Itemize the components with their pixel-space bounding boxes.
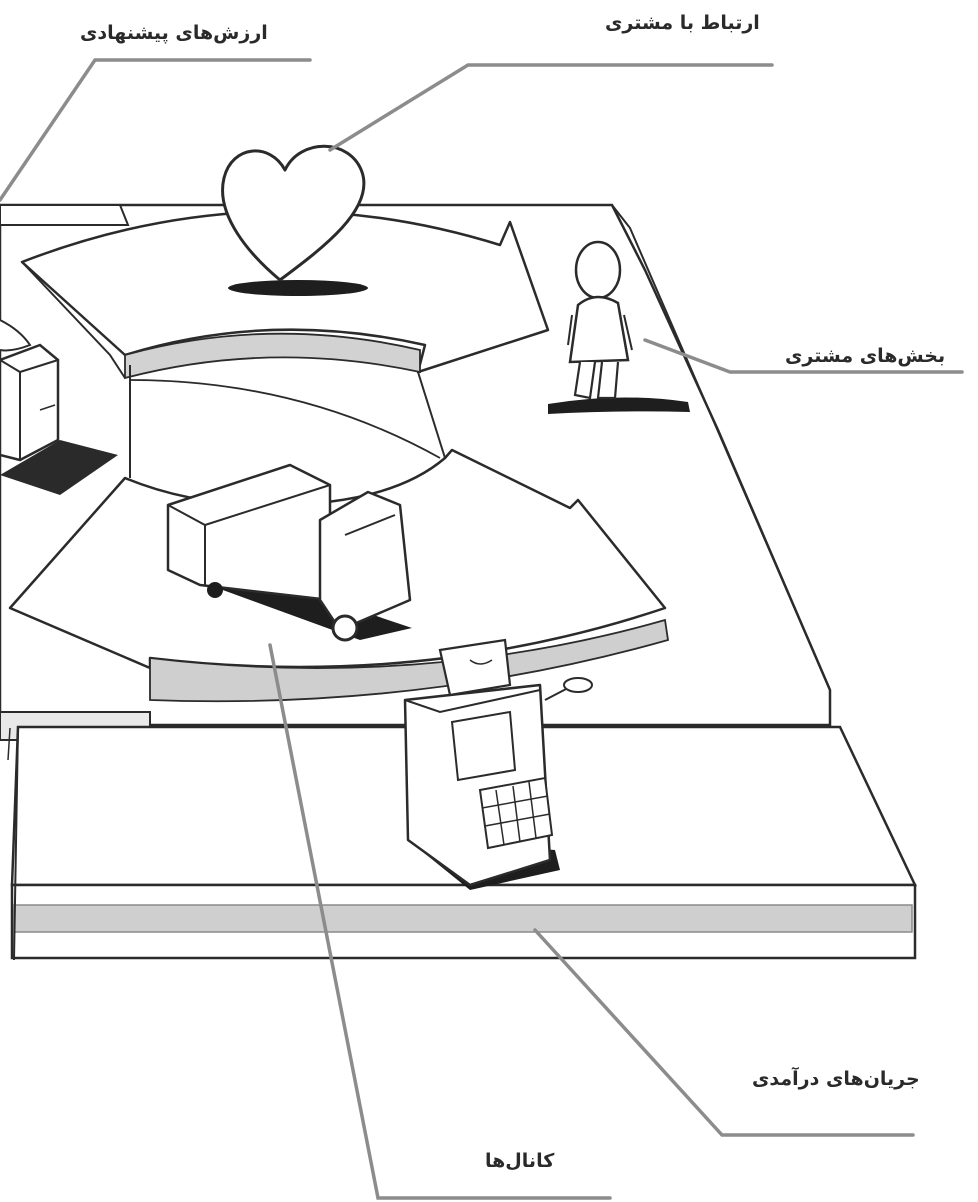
leader-line-value-propositions [0,58,312,202]
leader-lines [0,58,964,1200]
label-channels: کانال‌ها [485,1150,555,1172]
gift-box-icon [0,319,118,495]
label-customer-segments: بخش‌های مشتری [785,345,946,367]
leader-line-customer-segments [643,338,964,374]
truck-icon [166,463,412,642]
label-value-propositions: ارزش‌های پیشنهادی [80,22,268,44]
label-customer-relationships: ارتباط با مشتری [605,12,760,34]
leader-line-channels [268,643,612,1200]
heart-icon [221,144,368,296]
leader-line-customer-relationships [328,63,774,152]
cash-register-icon [403,638,593,890]
leader-line-revenue-streams [533,928,915,1137]
person-icon [548,240,690,414]
label-revenue-streams: جریان‌های درآمدی [752,1068,920,1090]
